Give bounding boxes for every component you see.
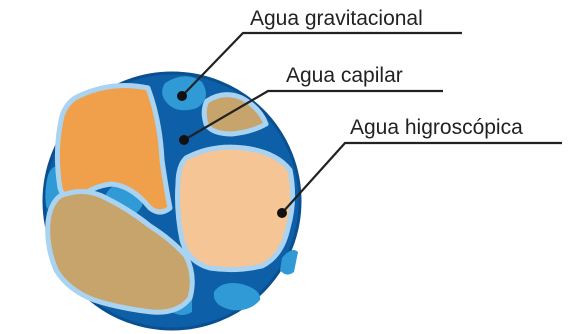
label-agua-gravitacional: Agua gravitacional bbox=[250, 7, 423, 30]
label-agua-capilar: Agua capilar bbox=[286, 64, 403, 87]
leader-higroscopica bbox=[282, 143, 562, 213]
label-agua-higroscopica: Agua higroscópica bbox=[350, 116, 523, 139]
dot-capilar bbox=[179, 135, 189, 145]
dot-gravitacional bbox=[177, 91, 187, 101]
dot-higroscopica bbox=[277, 208, 287, 218]
particle-peach bbox=[178, 147, 293, 269]
particle-tan-small bbox=[204, 95, 266, 134]
